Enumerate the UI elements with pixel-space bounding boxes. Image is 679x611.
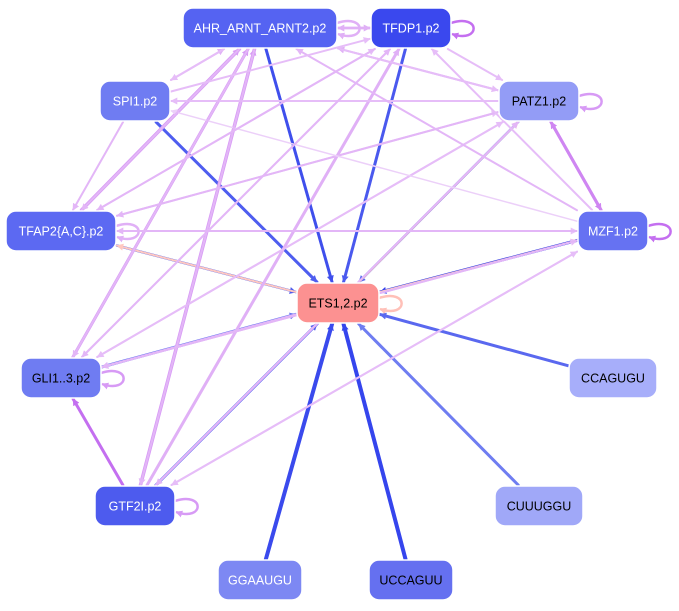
node-spi1[interactable]: SPI1.p2 [99,80,171,122]
node-label: GLI1..3.p2 [32,372,90,386]
self-loop-mzf1 [647,222,672,243]
node-patz1[interactable]: PATZ1.p2 [498,80,580,122]
node-label: MZF1.p2 [588,225,638,239]
node-ahr[interactable]: AHR_ARNT_ARNT2.p2 [182,7,338,49]
node-label: UCCAGUU [379,574,442,588]
self-loop-patz1 [578,92,603,113]
node-box [577,210,649,252]
node-label: TFDP1.p2 [383,22,440,36]
edge-cuuuggu-to-ets [357,322,520,487]
edge-gtf2i-to-gli [71,397,125,487]
node-tfdp1[interactable]: TFDP1.p2 [370,7,452,49]
node-box [568,357,658,399]
node-box [99,80,171,122]
edge-tfdp1-to-tfap2 [96,48,376,211]
edge-gtf2i-to-tfdp1 [145,47,401,487]
node-box [494,485,584,527]
edge-mzf1-to-patz1 [549,120,603,212]
edge-spi1-to-tfap2 [71,121,125,211]
node-box [370,7,452,49]
node-label: TFAP2{A,C}.p2 [19,225,104,239]
node-label: CCAGUGU [581,372,645,386]
node-box [498,80,580,122]
node-cuuuggu[interactable]: CUUUGGU [494,485,584,527]
edge-patz1-to-gli [96,121,504,358]
node-ggaaugu[interactable]: GGAAUGU [217,559,303,601]
node-gtf2i[interactable]: GTF2I.p2 [94,485,176,527]
edge-ahr-to-spi1 [169,48,226,81]
edge-ccagugu-to-ets [378,312,570,368]
edge-spi1-to-tfdp1 [170,37,371,93]
edge-mzf1-to-spi1 [170,109,578,222]
node-box [182,7,338,49]
edge-tfdp1-to-patz1 [446,48,504,81]
self-loop-gli [100,369,125,390]
node-uccaguu[interactable]: UCCAGUU [368,559,454,601]
edge-tfdp1-to-gli [81,48,391,358]
node-ets[interactable]: ETS1,2.p2 [296,282,380,324]
edge-uccaguu-to-ets [341,322,408,561]
edges [71,24,603,561]
edge-ahr-to-patz1 [337,47,499,93]
self-loop-tfdp1 [450,19,475,40]
self-loop-ets [378,294,403,315]
node-box [5,210,117,252]
node-box [296,282,380,324]
edge-mzf1-to-ahr [295,48,578,212]
node-label: GGAAUGU [228,574,292,588]
edge-ets-to-tfap2 [116,243,297,294]
self-loop-gtf2i [174,497,199,518]
edge-mzf1-to-tfdp1 [430,48,594,211]
edge-ahr-to-gtf2i [138,48,256,486]
edge-ets-to-gtf2i [155,323,318,486]
node-box [368,559,454,601]
edge-mzf1-to-gtf2i [170,250,578,486]
node-box [20,357,102,399]
node-box [94,485,176,527]
edge-ggaaugu-to-ets [263,322,335,561]
node-gli[interactable]: GLI1..3.p2 [20,357,102,399]
node-box [217,559,303,601]
edge-ets-to-gli [101,313,297,369]
self-loops [100,19,672,518]
node-mzf1[interactable]: MZF1.p2 [577,210,649,252]
edge-ahr-to-tfap2 [80,48,241,211]
edge-ahr-to-gli [71,48,250,358]
node-label: PATZ1.p2 [512,95,566,109]
node-label: CUUUGGU [507,500,572,514]
node-label: GTF2I.p2 [109,500,162,514]
node-tfap2[interactable]: TFAP2{A,C}.p2 [5,210,117,252]
node-label: SPI1.p2 [113,95,158,109]
node-label: AHR_ARNT_ARNT2.p2 [194,22,327,36]
node-label: ETS1,2.p2 [308,297,367,311]
node-ccagugu[interactable]: CCAGUGU [568,357,658,399]
